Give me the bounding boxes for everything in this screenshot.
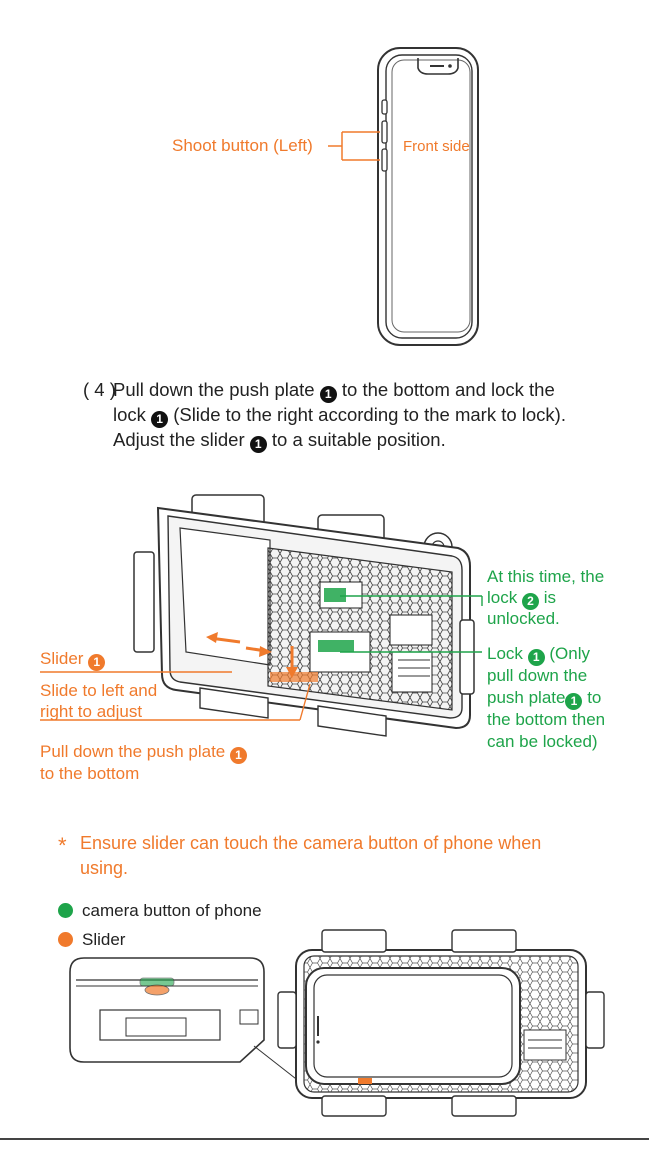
slide-adjust-line-1: Slide to left and [40,681,158,700]
lock2-line-3: unlocked. [487,609,560,628]
step-line-3a-text: Adjust the slider [113,429,245,450]
step-line-3: Adjust the slider 1 to a suitable positi… [113,427,446,453]
lock2-line-2a: lock [487,588,518,607]
orange-dot-icon [58,932,73,947]
badge-2-icon: 2 [521,593,539,610]
legend-camera-button: camera button of phone [58,900,262,922]
note-line-2: using. [80,858,129,878]
badge-1-icon: 1 [319,386,337,403]
pull-down-line-2: to the bottom [40,764,140,783]
lock1-line-5: can be locked) [487,732,598,751]
step-line-2: lock 1 (Slide to the right according to … [113,402,566,428]
lock1-line-2: pull down the [487,666,588,685]
legend-camera-label: camera button of phone [82,901,262,920]
legend-slider-label: Slider [82,930,126,949]
step-line-3b-text: to a suitable position. [271,429,446,450]
lock1-line-3b: to [587,688,602,707]
step-line-2b-text: (Slide to the right according to the mar… [173,404,566,425]
housing-illustration [40,494,483,737]
phone-side-illustration [328,47,479,346]
note-line-1: Ensure slider can touch the camera butto… [80,833,542,853]
footer-divider [0,1138,649,1140]
pull-down-line-1: Pull down the push plate 1 [40,741,247,764]
shoot-button-label: Shoot button (Left) [172,136,313,155]
step-line-2a-text: lock [113,404,146,425]
slider-label-text: Slider [40,649,84,668]
lock1-line-1a: Lock [487,644,523,663]
lock2-line-2b: is [543,588,556,607]
badge-1-icon: 1 [88,654,106,671]
badge-1-icon: 1 [527,649,545,666]
step-line-1-text: Pull down the push plate [113,379,315,400]
lock1-line-3a: push plate [487,688,566,707]
badge-1-icon: 1 [151,411,169,428]
front-side-label: Front side [403,138,470,155]
step-number: ( 4 ) [83,379,116,400]
lock1-line-4: the bottom then [487,710,606,729]
lock2-line-2: lock 2 is [487,587,556,610]
green-dot-icon [58,903,73,918]
step-line-1: Pull down the push plate 1 to the bottom… [113,377,555,403]
step-line-1b-text: to the bottom and lock the [341,379,555,400]
lock1-line-1: Lock 1 (Only [487,643,590,666]
lock2-line-1: At this time, the [487,567,605,586]
badge-1-icon: 1 [565,693,583,710]
slider-label: Slider 1 [40,648,106,671]
legend-slider: Slider [58,929,125,951]
badge-1-icon: 1 [249,436,267,453]
slide-adjust-line-2: right to adjust [40,702,143,721]
badge-1-icon: 1 [229,747,247,764]
lock1-line-1b: (Only [549,644,591,663]
note-star: * [58,833,67,858]
pull-down-line-1-text: Pull down the push plate [40,742,226,761]
